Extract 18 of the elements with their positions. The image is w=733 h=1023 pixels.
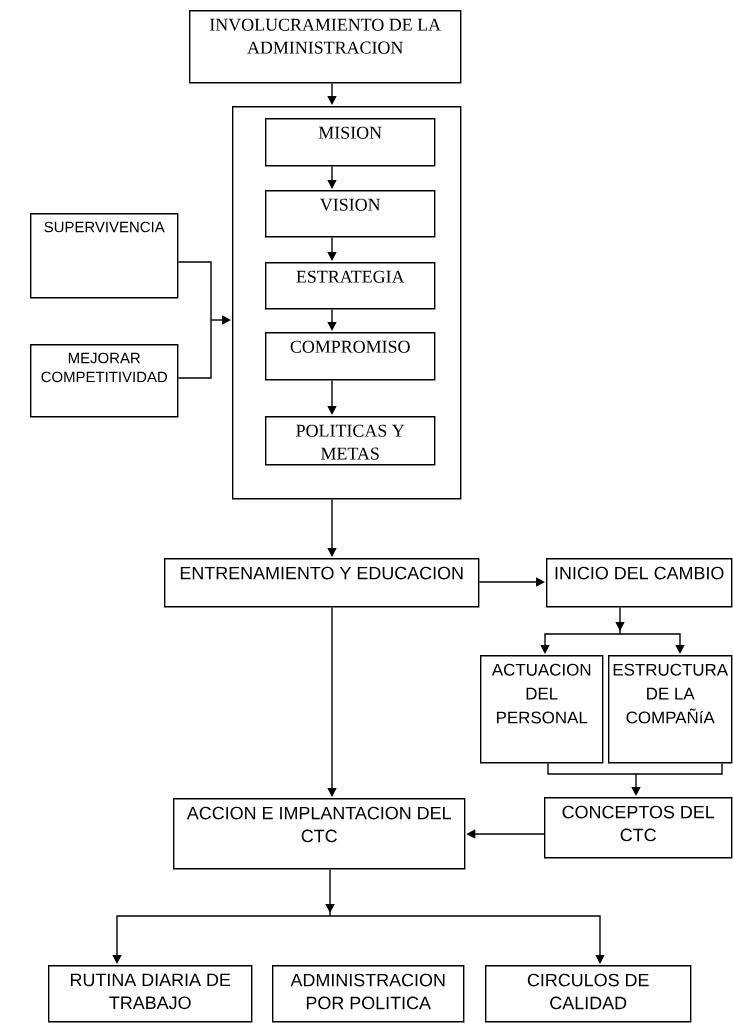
- process-box: ADMINISTRACION POR POLITICA: [272, 965, 465, 1023]
- process-box: CONCEPTOS DEL CTC: [544, 797, 733, 859]
- process-box: ACTUACION DEL PERSONAL: [480, 655, 604, 764]
- process-box: ENTRENAMIENTO Y EDUCACION: [164, 558, 480, 608]
- process-box: ESTRUCTURA DE LA COMPAÑíA: [608, 655, 733, 764]
- process-box: MEJORAR COMPETITIVIDAD: [30, 344, 179, 418]
- process-box: SUPERVIVENCIA: [30, 213, 179, 299]
- process-box: POLITICAS Y METAS: [265, 416, 436, 466]
- process-box: ESTRATEGIA: [265, 262, 436, 310]
- process-box: COMPROMISO: [265, 332, 436, 381]
- process-box: INICIO DEL CAMBIO: [546, 558, 733, 608]
- container-box: [232, 106, 462, 500]
- process-box: VISION: [265, 190, 436, 238]
- process-box: MISION: [265, 118, 436, 167]
- process-box: ACCION E IMPLANTACION DEL CTC: [173, 798, 466, 870]
- process-box: CIRCULOS DE CALIDAD: [485, 965, 692, 1023]
- process-box: INVOLUCRAMIENTO DE LA ADMINISTRACION: [189, 10, 462, 84]
- process-box: RUTINA DIARIA DE TRABAJO: [48, 965, 253, 1023]
